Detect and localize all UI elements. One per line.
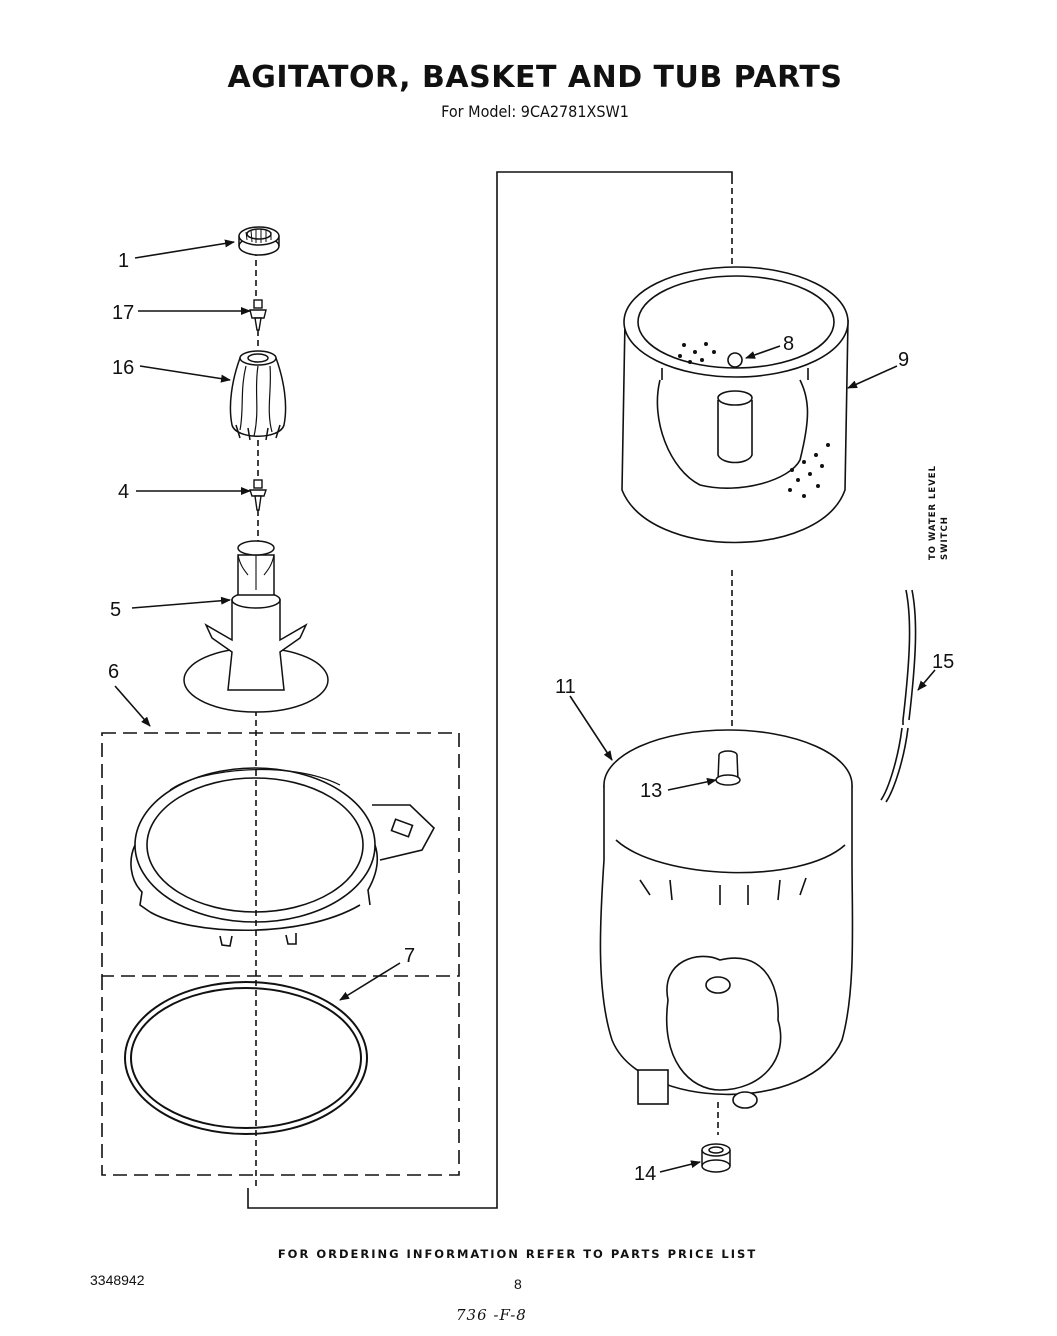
callout-13: 13: [640, 780, 662, 802]
page-title: AGITATOR, BASKET AND TUB PARTS: [227, 60, 843, 95]
callout-8: 8: [783, 333, 794, 355]
document-number: 3348942: [90, 1272, 145, 1288]
leader-16: [139, 365, 231, 383]
leader-14: [659, 1160, 701, 1173]
stud-part-17: [249, 299, 267, 331]
agitator-cap-part: [238, 226, 280, 256]
callout-9: 9: [898, 349, 909, 371]
gasket-part: [124, 981, 368, 1135]
connector-line: [247, 171, 733, 1209]
leader-1: [134, 239, 235, 259]
page-number: 8: [514, 1276, 522, 1292]
outer-tub-part: [599, 729, 854, 1109]
callout-7: 7: [404, 945, 415, 967]
leader-5: [131, 596, 231, 609]
basket-part: [621, 266, 849, 544]
leader-13: [667, 777, 717, 791]
stud-part-4: [249, 479, 267, 511]
callout-14: 14: [634, 1163, 656, 1185]
side-note-line1: TO WATER LEVEL: [928, 465, 938, 560]
callout-15: 15: [932, 651, 954, 673]
leader-9: [847, 365, 898, 389]
leader-11: [569, 695, 613, 761]
agitator-barrel-part: [229, 350, 287, 441]
callout-6: 6: [108, 661, 119, 683]
fitting-part-13: [715, 750, 741, 786]
callout-17: 17: [112, 302, 134, 324]
axis-line-right: [717, 178, 733, 1135]
side-note-line2: SWITCH: [940, 516, 950, 560]
agitator-base-part: [183, 540, 329, 713]
axis-line-left: [255, 250, 259, 1190]
leader-6: [114, 685, 151, 727]
hose-part-15: [880, 589, 917, 803]
model-subtitle: For Model: 9CA2781XSW1: [441, 102, 629, 121]
basket-perforations: [678, 342, 830, 498]
leader-15: [917, 669, 936, 691]
tub-ring-part: [130, 767, 435, 947]
callout-11: 11: [555, 676, 576, 698]
callout-5: 5: [110, 599, 121, 621]
handwritten-note: 736 -F-8: [456, 1306, 527, 1324]
plug-part-14: [701, 1143, 731, 1173]
ordering-note: FOR ORDERING INFORMATION REFER TO PARTS …: [277, 1247, 758, 1261]
callout-4: 4: [118, 481, 129, 503]
callout-16: 16: [112, 357, 134, 379]
leader-8: [745, 345, 781, 359]
callout-1: 1: [118, 250, 129, 272]
dashed-group-box: [101, 732, 460, 977]
leader-7: [339, 962, 401, 1001]
